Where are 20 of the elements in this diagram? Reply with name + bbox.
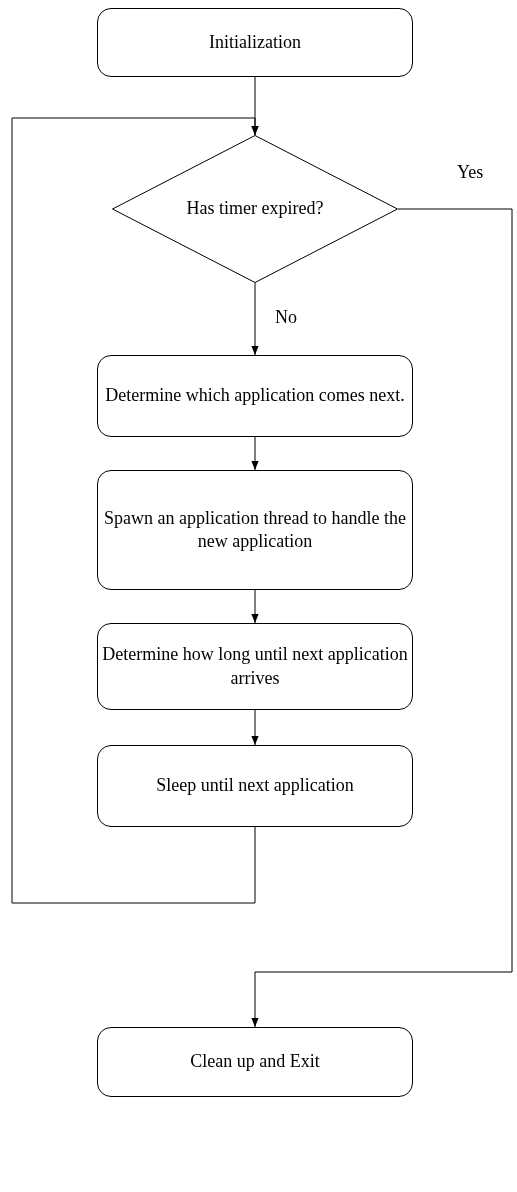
process-box <box>97 1027 413 1097</box>
node-label: Spawn an application thread to handle the new application <box>103 506 407 553</box>
arrow <box>251 282 259 356</box>
node-label: Has timer expired? <box>185 197 325 221</box>
node-label: Determine how long until next application arrives <box>101 643 409 690</box>
process-box <box>97 355 413 437</box>
arrow <box>251 436 259 471</box>
process-box <box>97 623 413 710</box>
node-label: Initialization <box>208 30 302 54</box>
node-label: Clean up and Exit <box>189 1050 321 1074</box>
arrow <box>251 589 259 624</box>
arrow <box>11 117 259 904</box>
node-label: Determine which application comes next. <box>104 384 406 408</box>
process-box <box>97 745 413 827</box>
node-label: Sleep until next application <box>155 774 355 798</box>
decision-diamond <box>112 135 398 283</box>
process-box <box>97 8 413 77</box>
process-box <box>97 470 413 590</box>
arrow <box>251 709 259 746</box>
arrow <box>251 208 513 1028</box>
